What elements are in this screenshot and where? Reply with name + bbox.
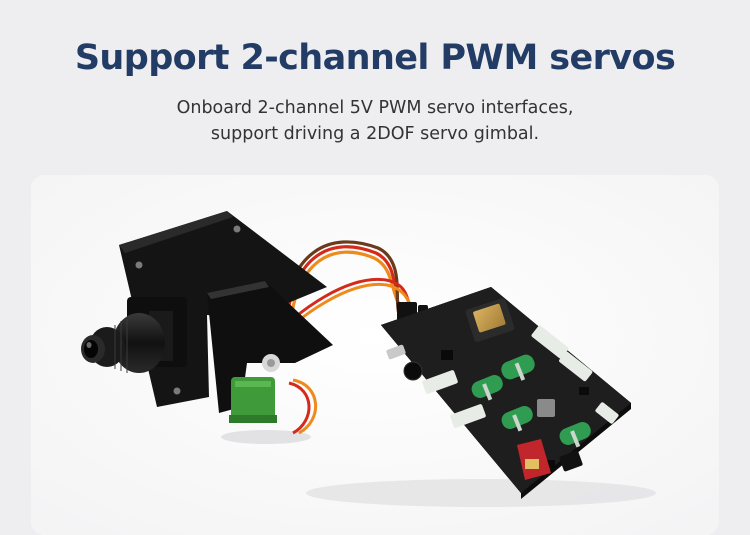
subtitle: Onboard 2-channel 5V PWM servo interface…: [0, 95, 750, 147]
inductor: [537, 399, 555, 417]
connector: [450, 404, 486, 428]
camera-module: [81, 297, 187, 373]
subtitle-line-1: Onboard 2-channel 5V PWM servo interface…: [176, 98, 574, 118]
product-photo: [31, 175, 719, 535]
connector: [595, 402, 619, 424]
driver-board: [381, 287, 631, 499]
buzzer: [403, 361, 423, 381]
product-photo-card: [31, 175, 719, 535]
dc-jack: [559, 450, 583, 472]
headline: Support 2-channel PWM servos: [74, 38, 676, 78]
servo: [229, 377, 277, 423]
connector: [559, 351, 593, 382]
connector: [531, 325, 569, 359]
connector: [422, 370, 458, 394]
usb-port: [386, 344, 406, 360]
camera-lens: [81, 313, 165, 373]
subtitle-line-2: support driving a 2DOF servo gimbal.: [210, 124, 540, 144]
